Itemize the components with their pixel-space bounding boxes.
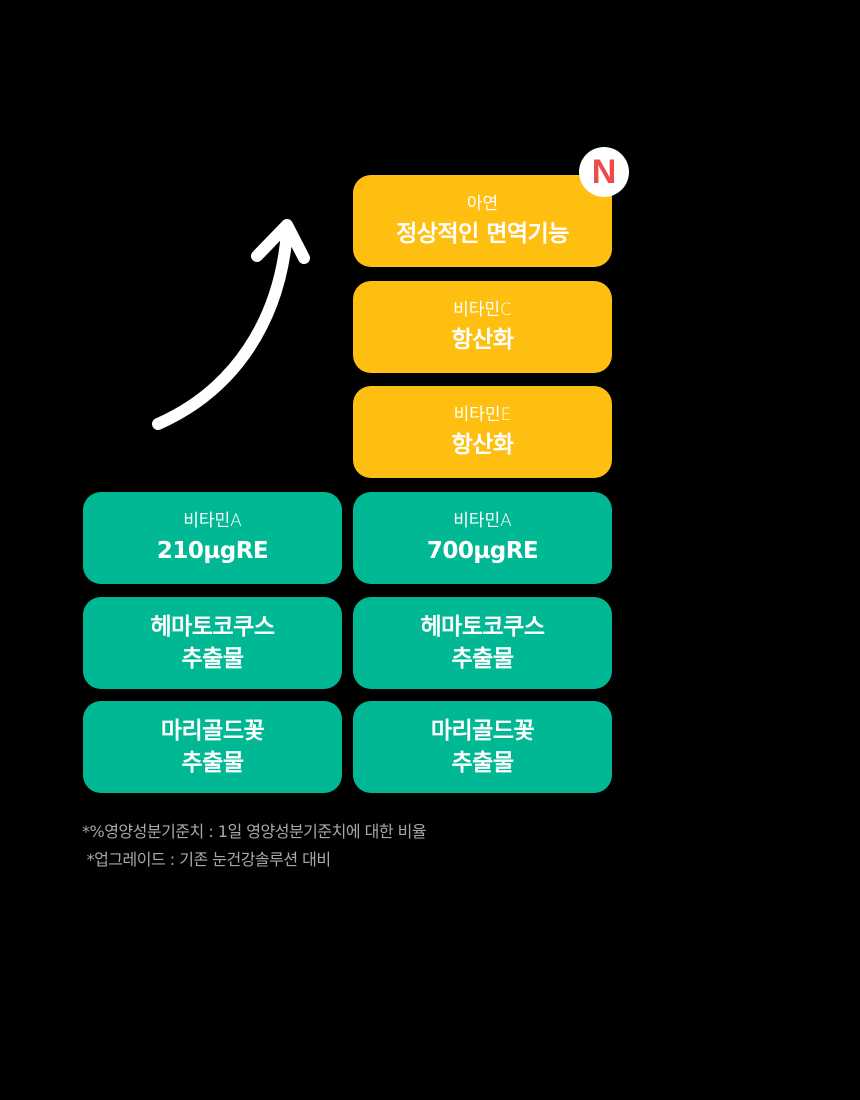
vitamin-c-box: 비타민C 항산화: [353, 281, 612, 373]
haematococcus-old-box: 헤마토코쿠스 추출물: [83, 597, 342, 689]
vitamin-a-new-box: 비타민A 700µgRE: [353, 492, 612, 584]
box-title: 700µgRE: [426, 538, 539, 564]
marigold-new-box: 마리골드꽃 추출물: [353, 701, 612, 793]
box-title: 210µgRE: [156, 538, 269, 564]
vitamin-e-box: 비타민E 항산화: [353, 386, 612, 478]
new-badge: N: [579, 147, 629, 197]
footnotes: *%영양성분기준치 : 1일 영양성분기준치에 대한 비율 *업그레이드 : 기…: [82, 818, 427, 874]
box-subtitle: 비타민C: [453, 300, 512, 320]
footnote-upgrade: *업그레이드 : 기존 눈건강솔루션 대비: [82, 850, 332, 869]
box-title: 정상적인 면역기능: [396, 221, 569, 247]
footnote-percent: *%영양성분기준치 : 1일 영양성분기준치에 대한 비율: [82, 822, 427, 841]
box-line1: 헤마토코쿠스: [420, 614, 545, 640]
box-subtitle: 비타민A: [183, 511, 242, 531]
haematococcus-new-box: 헤마토코쿠스 추출물: [353, 597, 612, 689]
box-line1: 헤마토코쿠스: [150, 614, 275, 640]
box-subtitle: 비타민A: [453, 511, 512, 531]
box-line2: 추출물: [451, 750, 514, 776]
zinc-box: 아연 정상적인 면역기능: [353, 175, 612, 267]
box-subtitle: 아연: [466, 194, 499, 214]
box-line2: 추출물: [181, 750, 244, 776]
box-title: 항산화: [451, 327, 514, 353]
box-title: 항산화: [451, 432, 514, 458]
marigold-old-box: 마리골드꽃 추출물: [83, 701, 342, 793]
vitamin-a-old-box: 비타민A 210µgRE: [83, 492, 342, 584]
box-subtitle: 비타민E: [453, 405, 512, 425]
box-line2: 추출물: [451, 646, 514, 672]
box-line1: 마리골드꽃: [160, 718, 265, 744]
box-line2: 추출물: [181, 646, 244, 672]
box-line1: 마리골드꽃: [430, 718, 535, 744]
